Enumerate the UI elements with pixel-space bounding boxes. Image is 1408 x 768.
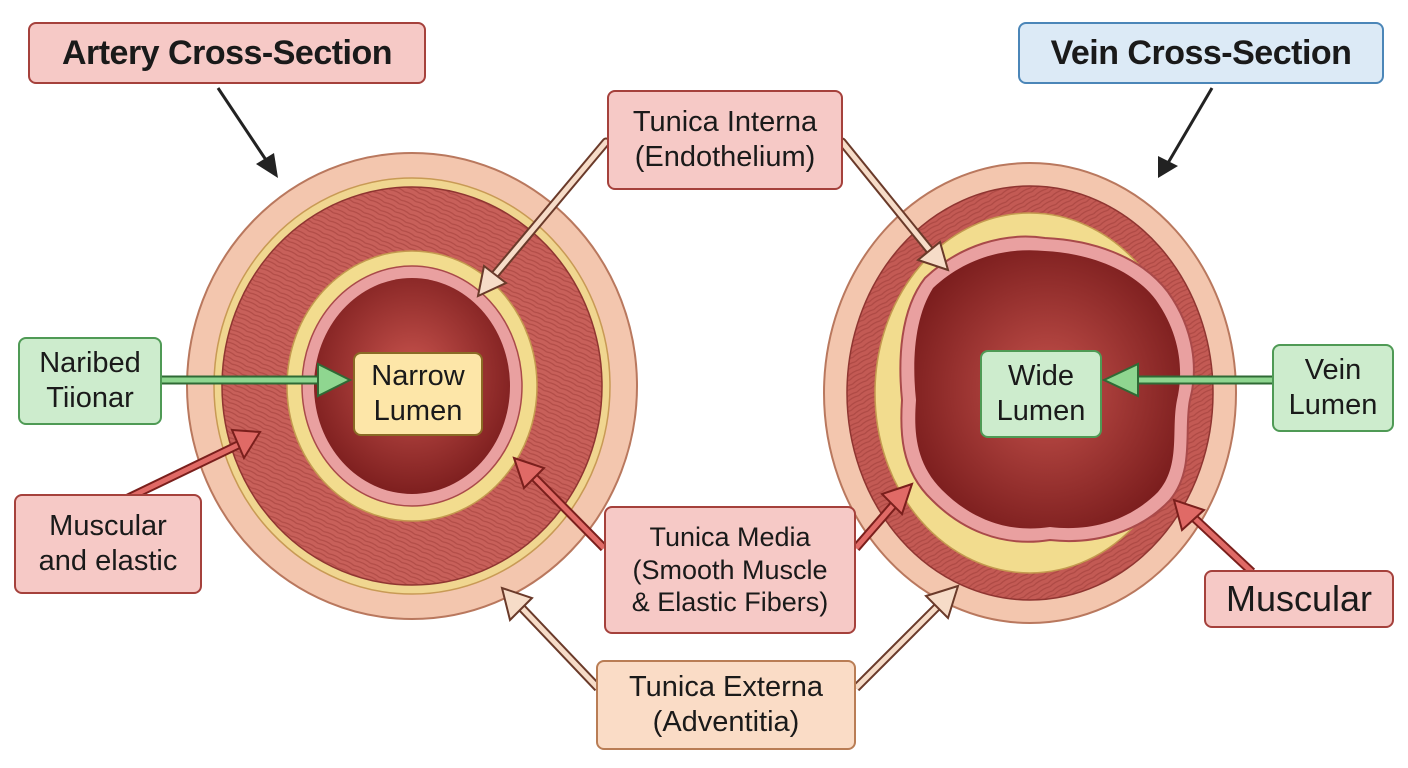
artery-title: Artery Cross-Section: [28, 22, 426, 84]
narrow-lumen-line-2: Lumen: [373, 395, 463, 427]
wide-lumen-label: Wide Lumen: [980, 350, 1102, 438]
vein-lumen-line-1: Vein: [1304, 354, 1362, 387]
tunica-media-label: Tunica Media (Smooth Muscle & Elastic Fi…: [604, 506, 856, 634]
tunica-media-line-3: & Elastic Fibers): [631, 587, 829, 618]
narrow-lumen-label: Narrow Lumen: [353, 352, 483, 436]
muscular-label: Muscular: [1204, 570, 1394, 628]
vein-lumen-arrow: [1101, 362, 1272, 398]
muscular-elastic-line-2: and elastic: [38, 545, 178, 577]
vein-title-text: Vein Cross-Section: [1050, 33, 1352, 72]
narrow-lumen-line-1: Narrow: [371, 360, 465, 393]
artery-title-arrow: [216, 87, 278, 178]
muscular-elastic-arrow: [126, 428, 262, 503]
muscular-elastic-label: Muscular and elastic: [14, 494, 202, 594]
tunica-media-line-1: Tunica Media: [649, 522, 811, 553]
tunica-interna-line-2: (Endothelium): [634, 141, 816, 173]
naribed-label: Naribed Tiionar: [18, 337, 162, 425]
tunica-media-arrow-vein: [852, 482, 914, 551]
tunica-media-line-2: (Smooth Muscle: [632, 554, 828, 585]
tunica-externa-label: Tunica Externa (Adventitia): [596, 660, 856, 750]
tunica-externa-line-2: (Adventitia): [652, 706, 800, 738]
naribed-arrow: [162, 362, 353, 398]
tunica-interna-line-1: Tunica Interna: [632, 106, 818, 139]
tunica-externa-arrow-vein: [852, 584, 960, 692]
muscular-text: Muscular: [1225, 578, 1373, 620]
vein-lumen-label: Vein Lumen: [1272, 344, 1394, 432]
arrows: [126, 87, 1272, 692]
tunica-externa-arrow-artery: [500, 586, 602, 692]
tunica-media-arrow-artery: [512, 456, 608, 552]
tunica-interna-label: Tunica Interna (Endothelium): [607, 90, 843, 190]
artery-title-text: Artery Cross-Section: [61, 33, 393, 72]
wide-lumen-line-2: Lumen: [996, 395, 1086, 427]
tunica-interna-arrow-artery: [476, 137, 611, 298]
naribed-line-2: Tiionar: [46, 382, 134, 414]
tunica-externa-line-1: Tunica Externa: [629, 671, 823, 704]
wide-lumen-line-1: Wide: [1007, 360, 1075, 393]
vein-title-arrow: [1158, 87, 1214, 178]
vein-title: Vein Cross-Section: [1018, 22, 1384, 84]
muscular-arrow: [1172, 498, 1256, 576]
naribed-line-1: Naribed: [39, 347, 141, 380]
muscular-elastic-line-1: Muscular: [49, 510, 167, 543]
vein-lumen-line-2: Lumen: [1288, 389, 1378, 421]
tunica-interna-arrow-vein: [837, 137, 950, 272]
